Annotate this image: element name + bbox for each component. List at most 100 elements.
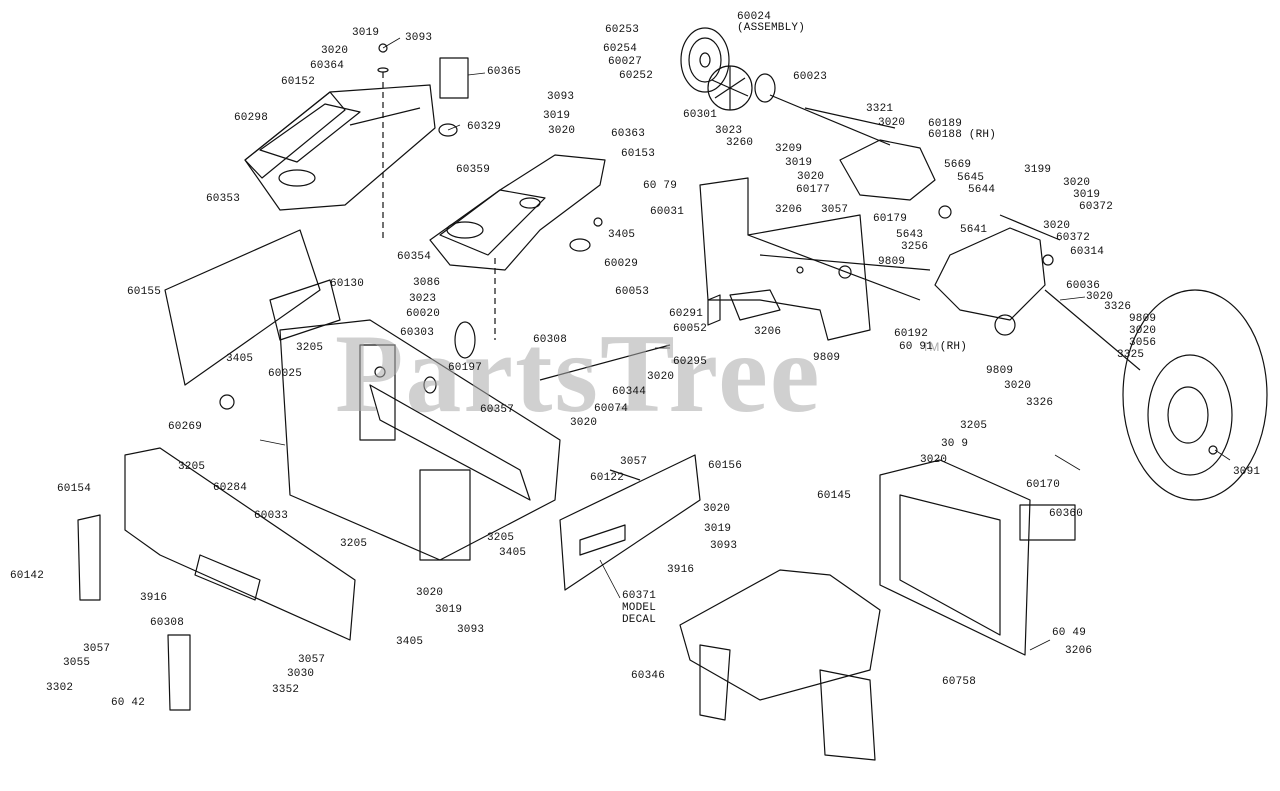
part-label[interactable]: 60027: [608, 56, 643, 68]
part-label[interactable]: 3205: [340, 538, 368, 550]
part-label[interactable]: 3020: [647, 371, 675, 383]
part-label[interactable]: 60364: [310, 60, 345, 72]
part-label[interactable]: 3023: [715, 125, 743, 137]
part-label[interactable]: 3206: [1065, 645, 1093, 657]
part-label[interactable]: 60284: [213, 482, 248, 494]
part-label[interactable]: 3019: [785, 157, 813, 169]
part-label[interactable]: 5644: [968, 184, 996, 196]
part-label[interactable]: 3321: [866, 103, 894, 115]
part-label[interactable]: 60152: [281, 76, 316, 88]
part-label[interactable]: 3206: [754, 326, 782, 338]
part-label[interactable]: 3916: [140, 592, 168, 604]
part-label[interactable]: 3020: [1043, 220, 1071, 232]
part-label[interactable]: 3916: [667, 564, 695, 576]
part-label[interactable]: 3020: [570, 417, 598, 429]
part-label[interactable]: 60155: [127, 286, 162, 298]
part-label[interactable]: 60360: [1049, 508, 1084, 520]
part-label[interactable]: 60192: [894, 328, 929, 340]
part-label[interactable]: 60153: [621, 148, 656, 160]
part-label[interactable]: 3056: [1129, 337, 1157, 349]
part-label[interactable]: 9809: [878, 256, 906, 268]
part-label[interactable]: 60053: [615, 286, 650, 298]
part-label[interactable]: 60029: [604, 258, 639, 270]
part-label[interactable]: 60254: [603, 43, 638, 55]
part-label[interactable]: 3205: [960, 420, 988, 432]
part-label[interactable]: 3019: [352, 27, 380, 39]
part-label[interactable]: 60758: [942, 676, 977, 688]
part-label[interactable]: 3260: [726, 137, 754, 149]
part-label[interactable]: 5641: [960, 224, 988, 236]
part-label[interactable]: 60 49: [1052, 627, 1087, 639]
part-label[interactable]: 60033: [254, 510, 289, 522]
part-label[interactable]: 3405: [499, 547, 527, 559]
part-label[interactable]: 3020: [548, 125, 576, 137]
part-label[interactable]: 3057: [821, 204, 849, 216]
part-label[interactable]: 60197: [448, 362, 483, 374]
part-label[interactable]: 60145: [817, 490, 852, 502]
part-label[interactable]: 60365: [487, 66, 522, 78]
part-label[interactable]: 60372: [1056, 232, 1091, 244]
part-label[interactable]: 5645: [957, 172, 985, 184]
part-label[interactable]: 3020: [1004, 380, 1032, 392]
part-label[interactable]: 60179: [873, 213, 908, 225]
part-label[interactable]: 60354: [397, 251, 432, 263]
part-label[interactable]: 60346: [631, 670, 666, 682]
part-label[interactable]: 60122: [590, 472, 625, 484]
part-label[interactable]: 60025: [268, 368, 303, 380]
part-label[interactable]: 3093: [405, 32, 433, 44]
part-label[interactable]: 3020: [1063, 177, 1091, 189]
part-label[interactable]: 60188 (RH): [928, 129, 997, 141]
part-label[interactable]: 3030: [287, 668, 315, 680]
part-label[interactable]: 3020: [321, 45, 349, 57]
part-label[interactable]: 60024 (ASSEMBLY): [737, 11, 806, 34]
part-label[interactable]: 60189: [928, 118, 963, 130]
part-label[interactable]: 3206: [775, 204, 803, 216]
part-label[interactable]: 3020: [1129, 325, 1157, 337]
part-label[interactable]: 60303: [400, 327, 435, 339]
part-label[interactable]: 60359: [456, 164, 491, 176]
part-label[interactable]: 60357: [480, 404, 515, 416]
part-label[interactable]: 3020: [703, 503, 731, 515]
part-label[interactable]: 60314: [1070, 246, 1105, 258]
part-label[interactable]: 60295: [673, 356, 708, 368]
part-label[interactable]: 30 9: [941, 438, 969, 450]
part-label[interactable]: 3302: [46, 682, 74, 694]
part-label[interactable]: 5669: [944, 159, 972, 171]
part-label[interactable]: 60074: [594, 403, 629, 415]
part-label[interactable]: 60154: [57, 483, 92, 495]
part-label[interactable]: 3019: [543, 110, 571, 122]
part-label[interactable]: 3057: [620, 456, 648, 468]
part-label[interactable]: 3019: [704, 523, 732, 535]
part-label[interactable]: 60372: [1079, 201, 1114, 213]
part-label[interactable]: 3093: [547, 91, 575, 103]
part-label[interactable]: 3020: [920, 454, 948, 466]
part-label[interactable]: 3020: [416, 587, 444, 599]
part-label[interactable]: 60023: [793, 71, 828, 83]
part-label[interactable]: 60 79: [643, 180, 678, 192]
part-label[interactable]: 3019: [435, 604, 463, 616]
part-label[interactable]: 3256: [901, 241, 929, 253]
part-label[interactable]: 3205: [296, 342, 324, 354]
part-label[interactable]: 9809: [813, 352, 841, 364]
part-label[interactable]: 3086: [413, 277, 441, 289]
part-label[interactable]: 3205: [178, 461, 206, 473]
part-label[interactable]: 60298: [234, 112, 269, 124]
part-label[interactable]: 60363: [611, 128, 646, 140]
part-label[interactable]: 60 42: [111, 697, 146, 709]
part-label[interactable]: 3325: [1117, 349, 1145, 361]
part-label[interactable]: 60031: [650, 206, 685, 218]
part-label[interactable]: 3057: [298, 654, 326, 666]
part-label[interactable]: 3023: [409, 293, 437, 305]
part-label[interactable]: 3405: [396, 636, 424, 648]
part-label[interactable]: 60052: [673, 323, 708, 335]
part-label[interactable]: 3199: [1024, 164, 1052, 176]
part-label[interactable]: 60036: [1066, 280, 1101, 292]
part-label[interactable]: 3091: [1233, 466, 1261, 478]
part-label[interactable]: 3020: [1086, 291, 1114, 303]
part-label[interactable]: 3093: [710, 540, 738, 552]
part-label[interactable]: 60291: [669, 308, 704, 320]
part-label[interactable]: 3019: [1073, 189, 1101, 201]
part-label[interactable]: 3326: [1104, 301, 1132, 313]
part-label[interactable]: 60329: [467, 121, 502, 133]
part-label[interactable]: 60353: [206, 193, 241, 205]
